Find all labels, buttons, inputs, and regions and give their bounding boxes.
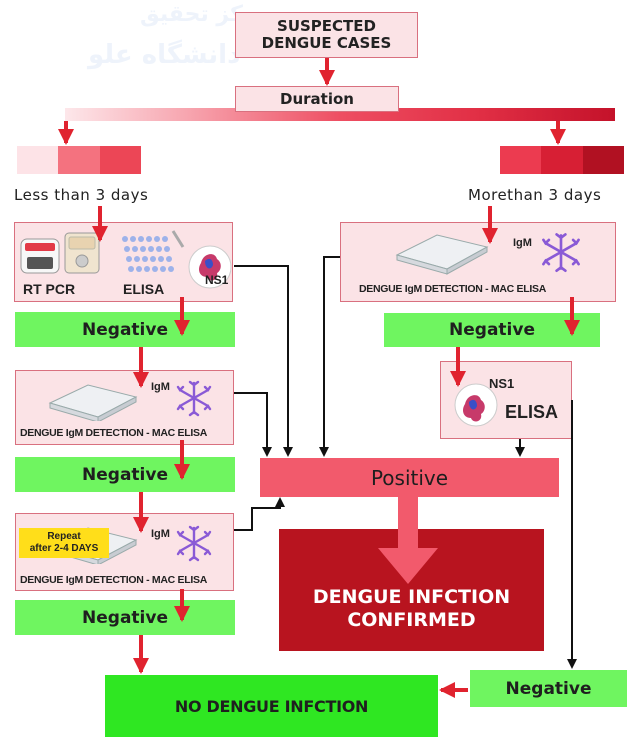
- suspected-line-2: DENGUE CASES: [261, 34, 392, 52]
- right-gradient-squares: [500, 146, 624, 174]
- ns1-protein-icon-2: [454, 383, 498, 427]
- right-igm-box: IgM DENGUE IgM DETECTION - MAC ELISA: [340, 222, 616, 302]
- right-negative-2: Negative: [470, 670, 627, 707]
- rt-pcr-label: RT PCR: [23, 281, 76, 297]
- watermark-line-2: دانشگاه علو: [88, 40, 241, 70]
- line-left-box2-to-positive: [234, 392, 272, 457]
- left-igm-label-2: IgM: [151, 528, 170, 540]
- duration-label: Duration: [280, 90, 354, 108]
- right-negative-1-label: Negative: [449, 320, 535, 340]
- no-infection-label: NO DENGUE INFCTION: [174, 696, 369, 716]
- confirmed-line-2: CONFIRMED: [347, 609, 476, 631]
- repeat-line-1: Repeat: [47, 531, 81, 542]
- left-negative-2: Negative: [15, 457, 235, 492]
- rt-pcr-elisa-box: RT PCR ELISA NS1: [14, 222, 233, 302]
- repeat-badge: Repeat after 2-4 DAYS: [19, 528, 109, 558]
- left-negative-1: Negative: [15, 312, 235, 347]
- left-mac-elisa-caption-1: DENGUE IgM DETECTION - MAC ELISA: [20, 427, 207, 439]
- elisa-label: ELISA: [123, 281, 165, 297]
- left-gradient-squares: [17, 146, 141, 174]
- arrow-positive-to-confirmed: [378, 497, 438, 584]
- line-right-box1-to-positive: [319, 256, 340, 457]
- right-mac-elisa-caption: DENGUE IgM DETECTION - MAC ELISA: [359, 283, 546, 295]
- positive-label: Positive: [370, 465, 449, 490]
- suspected-cases-box: SUSPECTED DENGUE CASES: [235, 12, 418, 58]
- left-igm-label-1: IgM: [151, 381, 170, 393]
- duration-gradient-bar: [65, 108, 615, 121]
- right-branch-label: Morethan 3 days: [468, 186, 602, 204]
- confirmed-line-1: DENGUE INFCTION: [312, 586, 511, 608]
- repeat-line-2: after 2-4 DAYS: [29, 543, 99, 554]
- line-left-box1-to-positive: [234, 265, 293, 457]
- right-elisa-label: ELISA: [505, 402, 559, 422]
- left-igm-box: IgM DENGUE IgM DETECTION - MAC ELISA: [15, 370, 234, 445]
- left-negative-1-label: Negative: [82, 319, 168, 340]
- antibody-icon-2: [176, 525, 212, 562]
- positive-box: Positive: [260, 458, 559, 497]
- line-left-box3-to-positive: [234, 497, 285, 531]
- right-negative-2-label: Negative: [505, 678, 592, 699]
- ns1-label: NS1: [205, 273, 229, 287]
- ns1-protein-icon: [188, 245, 232, 289]
- left-negative-3-label: Negative: [82, 607, 168, 628]
- antibody-icon: [176, 380, 212, 417]
- left-negative-3: Negative: [15, 600, 235, 635]
- left-repeat-igm-box: Repeat after 2-4 DAYS IgM DENGUE IgM DET…: [15, 513, 234, 591]
- no-infection-box: NO DENGUE INFCTION: [105, 675, 438, 737]
- elisa-plate-icon: [122, 230, 185, 272]
- right-igm-label: IgM: [513, 237, 532, 249]
- left-mac-elisa-caption-2: DENGUE IgM DETECTION - MAC ELISA: [20, 574, 207, 586]
- suspected-line-1: SUSPECTED: [277, 17, 376, 35]
- antibody-icon-3: [542, 233, 580, 273]
- left-branch-label: Less than 3 days: [14, 186, 149, 204]
- pcr-machine-icon: [20, 232, 100, 274]
- microplate-icon: [48, 384, 138, 421]
- duration-box: Duration: [235, 86, 399, 112]
- right-ns1-label: NS1: [489, 376, 515, 391]
- microplate-icon-3: [395, 234, 489, 275]
- left-negative-2-label: Negative: [82, 464, 168, 485]
